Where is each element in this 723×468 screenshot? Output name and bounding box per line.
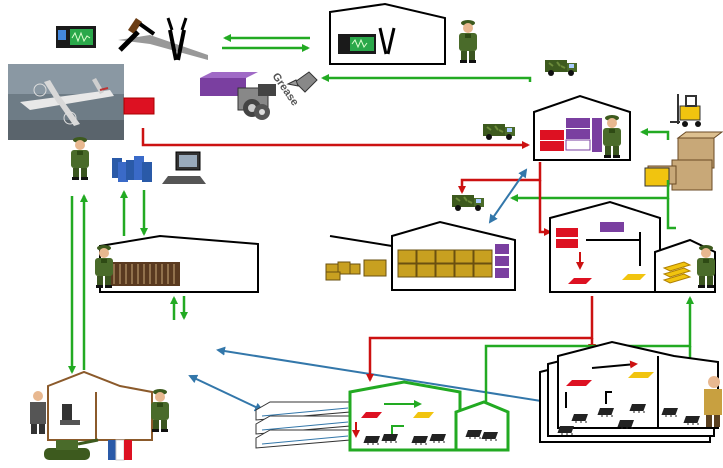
red-crate-icon bbox=[124, 98, 154, 114]
arrow-blue-depot-warehouse bbox=[490, 170, 526, 222]
soldier-icon bbox=[71, 137, 89, 180]
spare-parts-pile bbox=[200, 72, 276, 120]
main-depot-building bbox=[534, 96, 630, 160]
tank-icon bbox=[44, 440, 98, 460]
tools-icon bbox=[118, 18, 208, 60]
data-center-stack bbox=[256, 402, 350, 448]
documents-icon bbox=[112, 156, 152, 182]
forklift-icon bbox=[670, 94, 701, 127]
flag-icon bbox=[108, 440, 132, 460]
grease-can-icon: Grease bbox=[270, 71, 317, 108]
technical-library-building bbox=[95, 236, 258, 292]
arrow-red-depot-to-sorting bbox=[540, 180, 550, 232]
connector-line bbox=[330, 236, 392, 246]
laptop-icon bbox=[162, 152, 206, 184]
arrow-blue-info-short bbox=[190, 376, 262, 410]
truck-icon bbox=[452, 195, 484, 211]
arrow-red-depot-to-truck bbox=[462, 162, 540, 192]
tool-shop-building bbox=[330, 4, 477, 64]
arrow-green-supplier-down bbox=[668, 198, 676, 228]
arrow-green-supplier-to-depot bbox=[642, 132, 668, 140]
distribution-crates bbox=[326, 260, 386, 280]
warehouse-building bbox=[392, 222, 515, 290]
truck-icon bbox=[483, 124, 515, 140]
arrow-red-aircraft-to-depot bbox=[143, 128, 528, 145]
aircraft-photo bbox=[8, 64, 124, 140]
oscilloscope-icon bbox=[56, 26, 96, 48]
sorting-facility-building bbox=[550, 202, 715, 292]
arrow-green-depot-to-parts bbox=[323, 78, 530, 82]
large-facility-building bbox=[540, 342, 718, 442]
civilian-icon bbox=[30, 391, 46, 434]
unit-hq-building bbox=[48, 372, 169, 440]
supplier-crates bbox=[645, 132, 722, 190]
truck-icon bbox=[545, 60, 577, 76]
